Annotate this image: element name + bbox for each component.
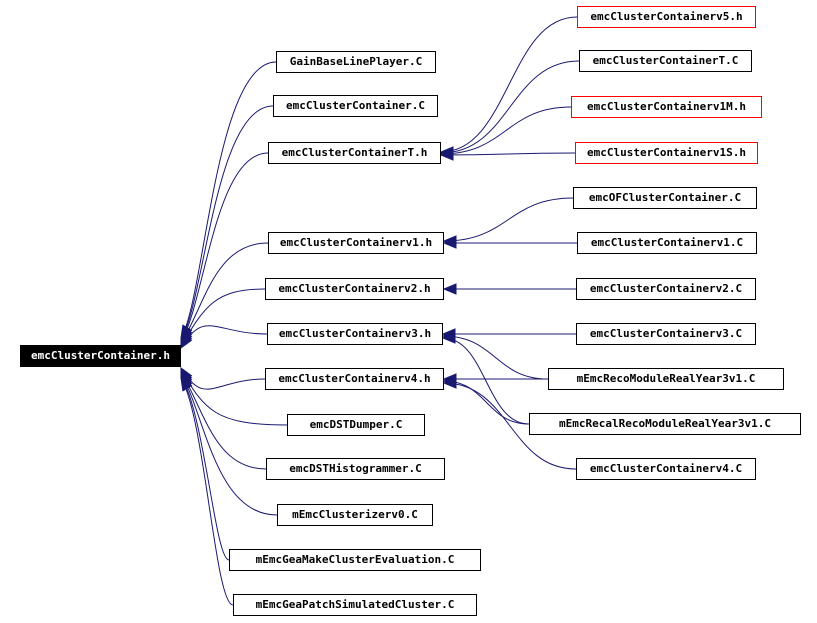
- edge-root-to-emc-cluster-container-c: [180, 105, 274, 341]
- edge-v1sh-to-th-arrowhead: [439, 149, 454, 161]
- node-m-emc-reco-module-real-year3v1-c[interactable]: mEmcRecoModuleRealYear3v1.C: [548, 368, 784, 390]
- node-m-emc-gea-patch-simulated-cluster-c[interactable]: mEmcGeaPatchSimulatedCluster.C: [233, 594, 477, 616]
- edge-v5h-to-th: [440, 16, 578, 153]
- node-emc-cluster-container-v1s-h[interactable]: emcClusterContainerv1S.h: [575, 142, 758, 164]
- node-m-emc-gea-make-cluster-evaluation-c[interactable]: mEmcGeaMakeClusterEvaluation.C: [229, 549, 481, 571]
- node-emc-cluster-container-v1-c[interactable]: emcClusterContainerv1.C: [577, 232, 757, 254]
- node-emc-cluster-container-t-c[interactable]: emcClusterContainerT.C: [579, 50, 752, 72]
- edge-root-to-emc-dst-histogrammer-c: [180, 371, 267, 470]
- node-emc-cluster-container-v4-h[interactable]: emcClusterContainerv4.h: [265, 368, 444, 390]
- node-emc-cluster-container-v2-c[interactable]: emcClusterContainerv2.C: [576, 278, 756, 300]
- node-emc-cluster-container-v3-c[interactable]: emcClusterContainerv3.C: [576, 323, 756, 345]
- node-emc-dst-histogrammer-c[interactable]: emcDSTHistogrammer.C: [266, 458, 445, 480]
- node-emc-cluster-container-t-h[interactable]: emcClusterContainerT.h: [268, 142, 441, 164]
- node-emc-cluster-container-h: emcClusterContainer.h: [20, 345, 181, 367]
- edge-root-to-emc-cluster-container-v2-h: [180, 288, 266, 347]
- edge-root-to-emc-cluster-container-v3-h: [180, 325, 268, 349]
- edge-v1c-to-v1h-arrowhead: [442, 237, 457, 249]
- node-emc-of-cluster-container-c[interactable]: emcOFClusterContainer.C: [573, 187, 757, 209]
- node-emc-cluster-container-v4-c[interactable]: emcClusterContainerv4.C: [576, 458, 756, 480]
- edge-v4c-to-v4h-arrowhead: [442, 377, 457, 389]
- node-emc-cluster-container-v1m-h[interactable]: emcClusterContainerv1M.h: [571, 96, 762, 118]
- node-emc-cluster-container-v1-h[interactable]: emcClusterContainerv1.h: [268, 232, 444, 254]
- edge-tc-to-th: [440, 60, 580, 154]
- node-gain-base-line-player-c[interactable]: GainBaseLinePlayer.C: [276, 51, 436, 73]
- node-emc-cluster-container-c[interactable]: emcClusterContainer.C: [273, 95, 438, 117]
- edge-root-to-emc-cluster-container-v4-h: [180, 367, 266, 390]
- edge-root-to-emc-cluster-container-v1-h: [180, 242, 269, 345]
- node-emc-dst-dumper-c[interactable]: emcDSTDumper.C: [287, 414, 425, 436]
- edge-recal-to-v3h: [442, 337, 530, 425]
- node-emc-cluster-container-v3-h[interactable]: emcClusterContainerv3.h: [267, 323, 443, 345]
- edge-root-to-m-emc-gea-patch-simulated-cluster-c-arrowhead: [180, 376, 193, 392]
- edge-recal-to-v4h: [443, 380, 530, 425]
- edge-root-to-gain-base-line-player-c: [180, 61, 277, 339]
- node-emc-cluster-container-v2-h[interactable]: emcClusterContainerv2.h: [265, 278, 444, 300]
- edge-reco-to-v3h: [442, 335, 549, 380]
- edge-v1mh-to-th: [440, 106, 572, 155]
- edge-root-to-emc-cluster-container-t-h: [180, 152, 269, 343]
- edge-v1sh-to-th: [440, 152, 576, 156]
- edge-root-to-m-emc-gea-make-cluster-evaluation-c: [180, 375, 230, 561]
- edge-root-to-emc-cluster-container-v3-h-arrowhead: [180, 334, 193, 350]
- edge-root-to-m-emc-clusterizer-v0-c: [180, 373, 278, 516]
- edge-root-to-m-emc-gea-patch-simulated-cluster-c: [180, 377, 234, 606]
- edge-v2c-to-v2h-arrowhead: [442, 283, 457, 295]
- edge-v4c-to-v4h: [443, 382, 577, 470]
- node-m-emc-clusterizer-v0-c[interactable]: mEmcClusterizerv0.C: [277, 504, 433, 526]
- edge-recal-to-v3h-arrowhead: [441, 332, 456, 344]
- node-emc-cluster-container-v5-h[interactable]: emcClusterContainerv5.h: [577, 6, 756, 28]
- node-m-emc-recal-reco-module-real-year3v1-c[interactable]: mEmcRecalRecoModuleRealYear3v1.C: [529, 413, 801, 435]
- edge-ofc-to-v1h: [443, 197, 574, 242]
